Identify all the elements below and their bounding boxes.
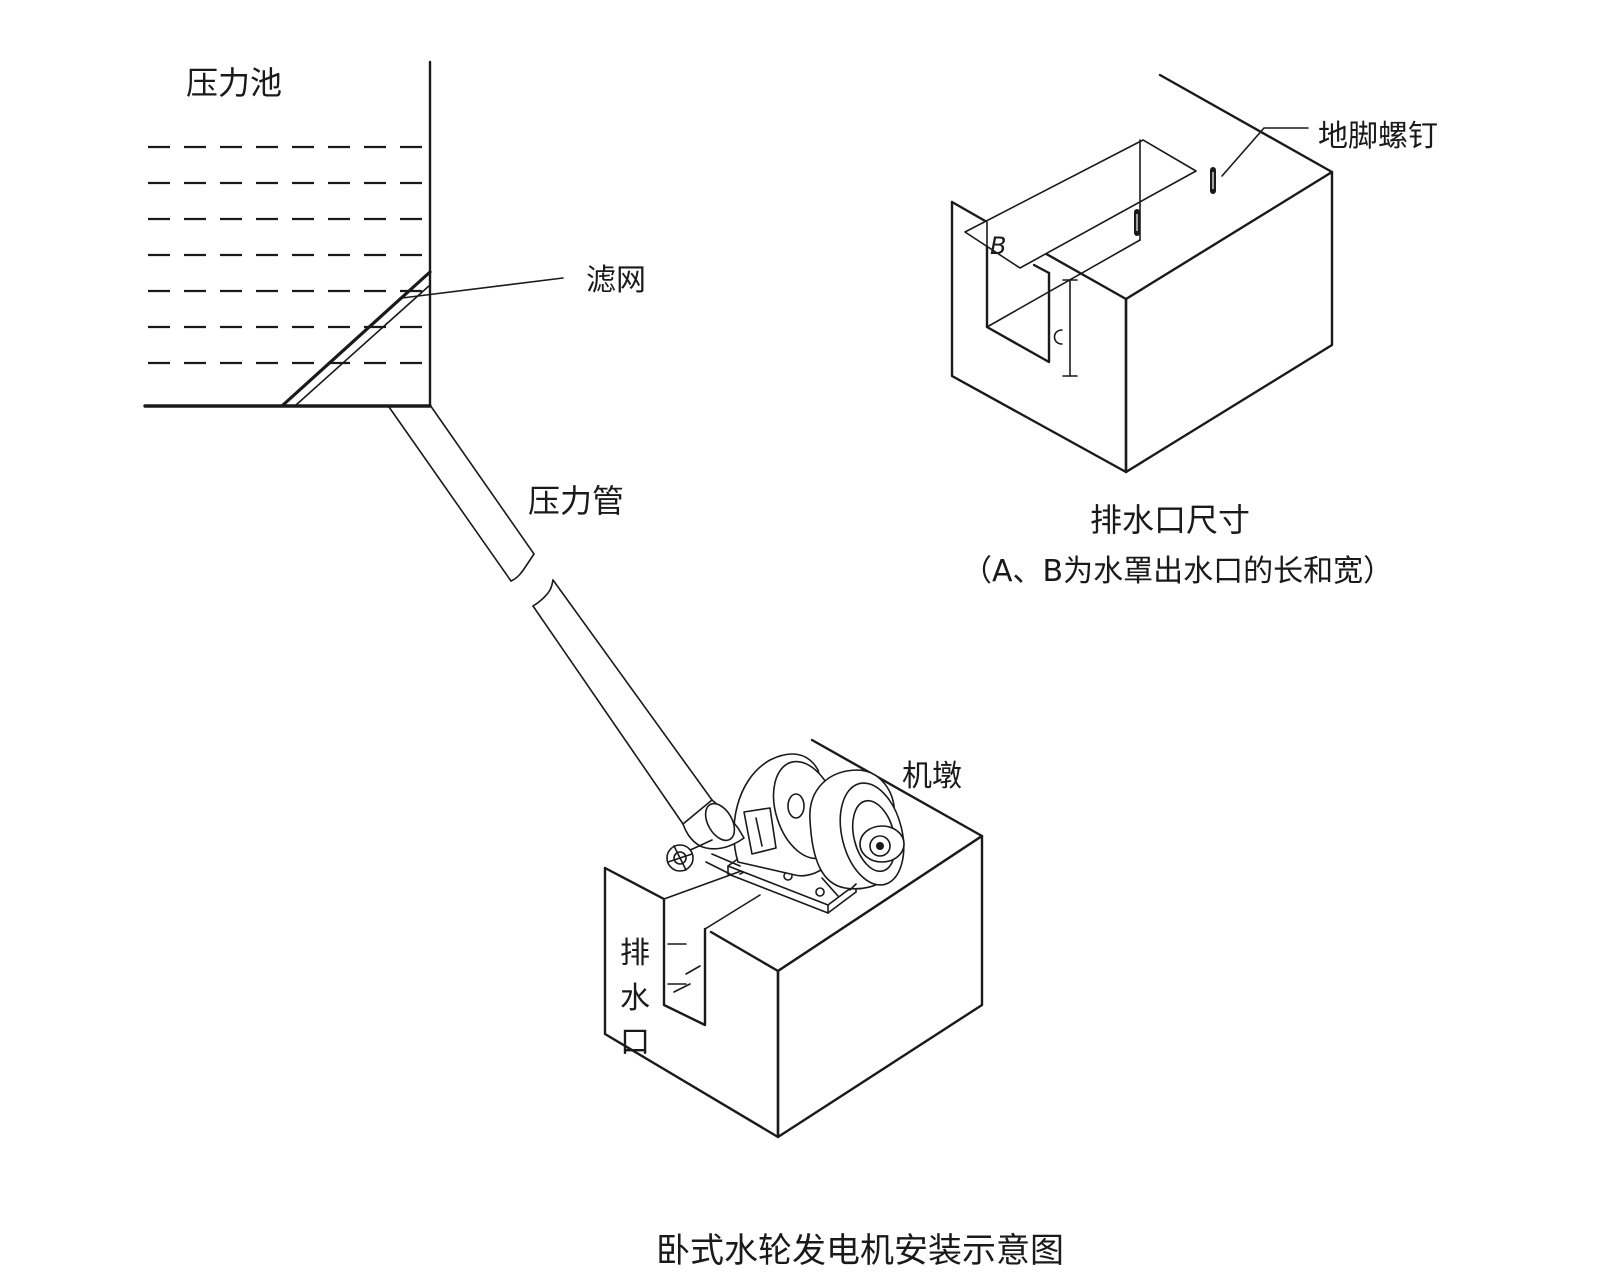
filter-screen [281, 270, 432, 407]
outlet-detail [950, 73, 1334, 474]
outlet-char-1: 排 [620, 936, 650, 971]
label-filter-screen: 滤网 [586, 263, 646, 298]
outlet-water [667, 863, 761, 993]
valve-wheel [666, 839, 713, 872]
bolt-leader-line [1221, 127, 1309, 177]
outlet-opening [964, 139, 1197, 269]
machine-pier [603, 738, 984, 1139]
detail-title: 排水口尺寸 [1090, 501, 1250, 539]
label-outlet-vertical: 排 水 口 [620, 936, 650, 1060]
pressure-pool [143, 60, 432, 408]
pool-water [148, 145, 425, 365]
penstock-pipe [388, 404, 713, 825]
label-pressure-pool: 压力池 [186, 64, 282, 102]
filter-leader-line [401, 277, 564, 299]
label-machine-pier: 机墩 [902, 759, 962, 794]
anchor-bolts [1134, 167, 1216, 236]
label-anchor-bolt: 地脚螺钉 [1318, 119, 1438, 154]
outlet-char-3: 口 [620, 1025, 650, 1060]
detail-note: （A、B为水罩出水口的长和宽） [962, 554, 1393, 589]
label-dim-b: B [990, 232, 1006, 260]
generator-unit [666, 753, 905, 914]
outlet-char-2: 水 [620, 981, 650, 1016]
label-penstock: 压力管 [528, 482, 624, 520]
diagram-caption: 卧式水轮发电机安装示意图 [656, 1231, 1064, 1271]
